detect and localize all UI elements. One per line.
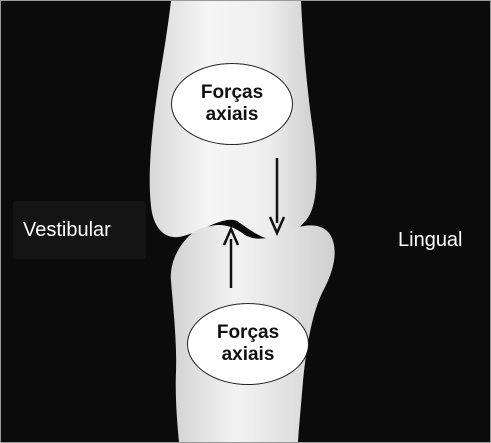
lingual-label: Lingual	[398, 229, 463, 252]
vestibular-label: Vestibular	[23, 219, 111, 242]
upper-axial-force-label: Forças axiais	[171, 63, 293, 145]
lower-axial-force-label: Forças axiais	[187, 303, 309, 385]
